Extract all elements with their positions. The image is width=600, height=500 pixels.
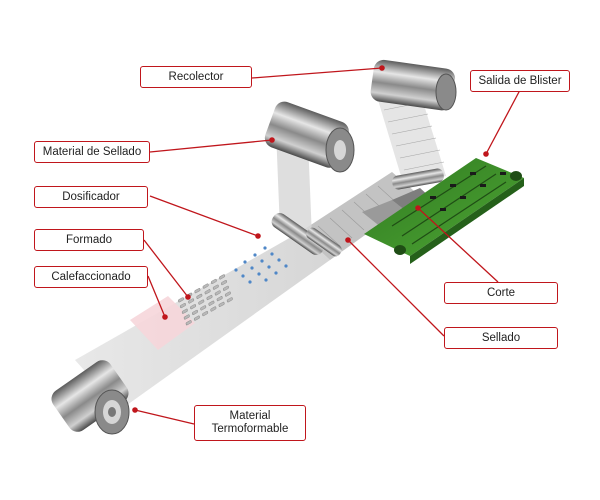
collector-guide-roller — [392, 168, 444, 190]
label-formado: Formado — [34, 229, 144, 251]
label-sellado: Sellado — [444, 327, 558, 349]
label-salida-de-blister: Salida de Blister — [470, 70, 570, 92]
callout-lines — [134, 67, 521, 425]
label-material-termoformable-line2: Termoformable — [211, 423, 289, 435]
callout-dots — [132, 65, 489, 413]
thermoform-material-roll — [51, 360, 130, 435]
sealing-roller-2 — [306, 227, 342, 257]
blister-output-conveyor — [364, 158, 524, 264]
label-corte: Corte — [444, 282, 558, 304]
label-recolector: Recolector — [140, 66, 252, 88]
collector-web — [378, 92, 446, 186]
sealed-strip — [300, 172, 420, 260]
heating-zone — [130, 296, 195, 350]
thermoform-film-strip — [75, 232, 330, 410]
sealing-roller — [271, 212, 325, 256]
label-dosificador: Dosificador — [34, 186, 148, 208]
collector-roll — [370, 59, 457, 111]
label-calefaccionado: Calefaccionado — [34, 266, 148, 288]
label-material-termoformable-line1: Material — [229, 410, 271, 422]
sealing-material-roll — [264, 101, 355, 173]
label-material-termoformable: Material Termoformable — [194, 405, 306, 441]
dosed-cavities — [234, 246, 288, 284]
label-material-de-sellado: Material de Sellado — [34, 141, 150, 163]
